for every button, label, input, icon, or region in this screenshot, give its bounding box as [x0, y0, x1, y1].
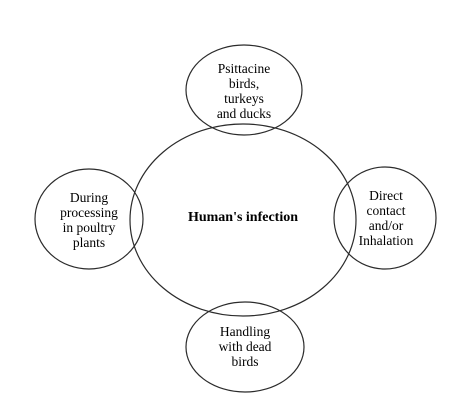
central-circle — [129, 123, 357, 317]
right-node-circle — [333, 166, 437, 270]
top-node-circle — [185, 44, 303, 136]
top-node-label: Psittacine birds, turkeys and ducks — [216, 61, 272, 121]
left-node-label: During processing in poultry plants — [60, 190, 118, 250]
bottom-node-label: Handling with dead birds — [218, 324, 272, 369]
left-node-circle — [34, 168, 144, 270]
center-label: Human's infection — [187, 210, 299, 225]
right-node-label: Direct contact and/or Inhalation — [358, 188, 414, 248]
bottom-node-circle — [185, 301, 305, 393]
